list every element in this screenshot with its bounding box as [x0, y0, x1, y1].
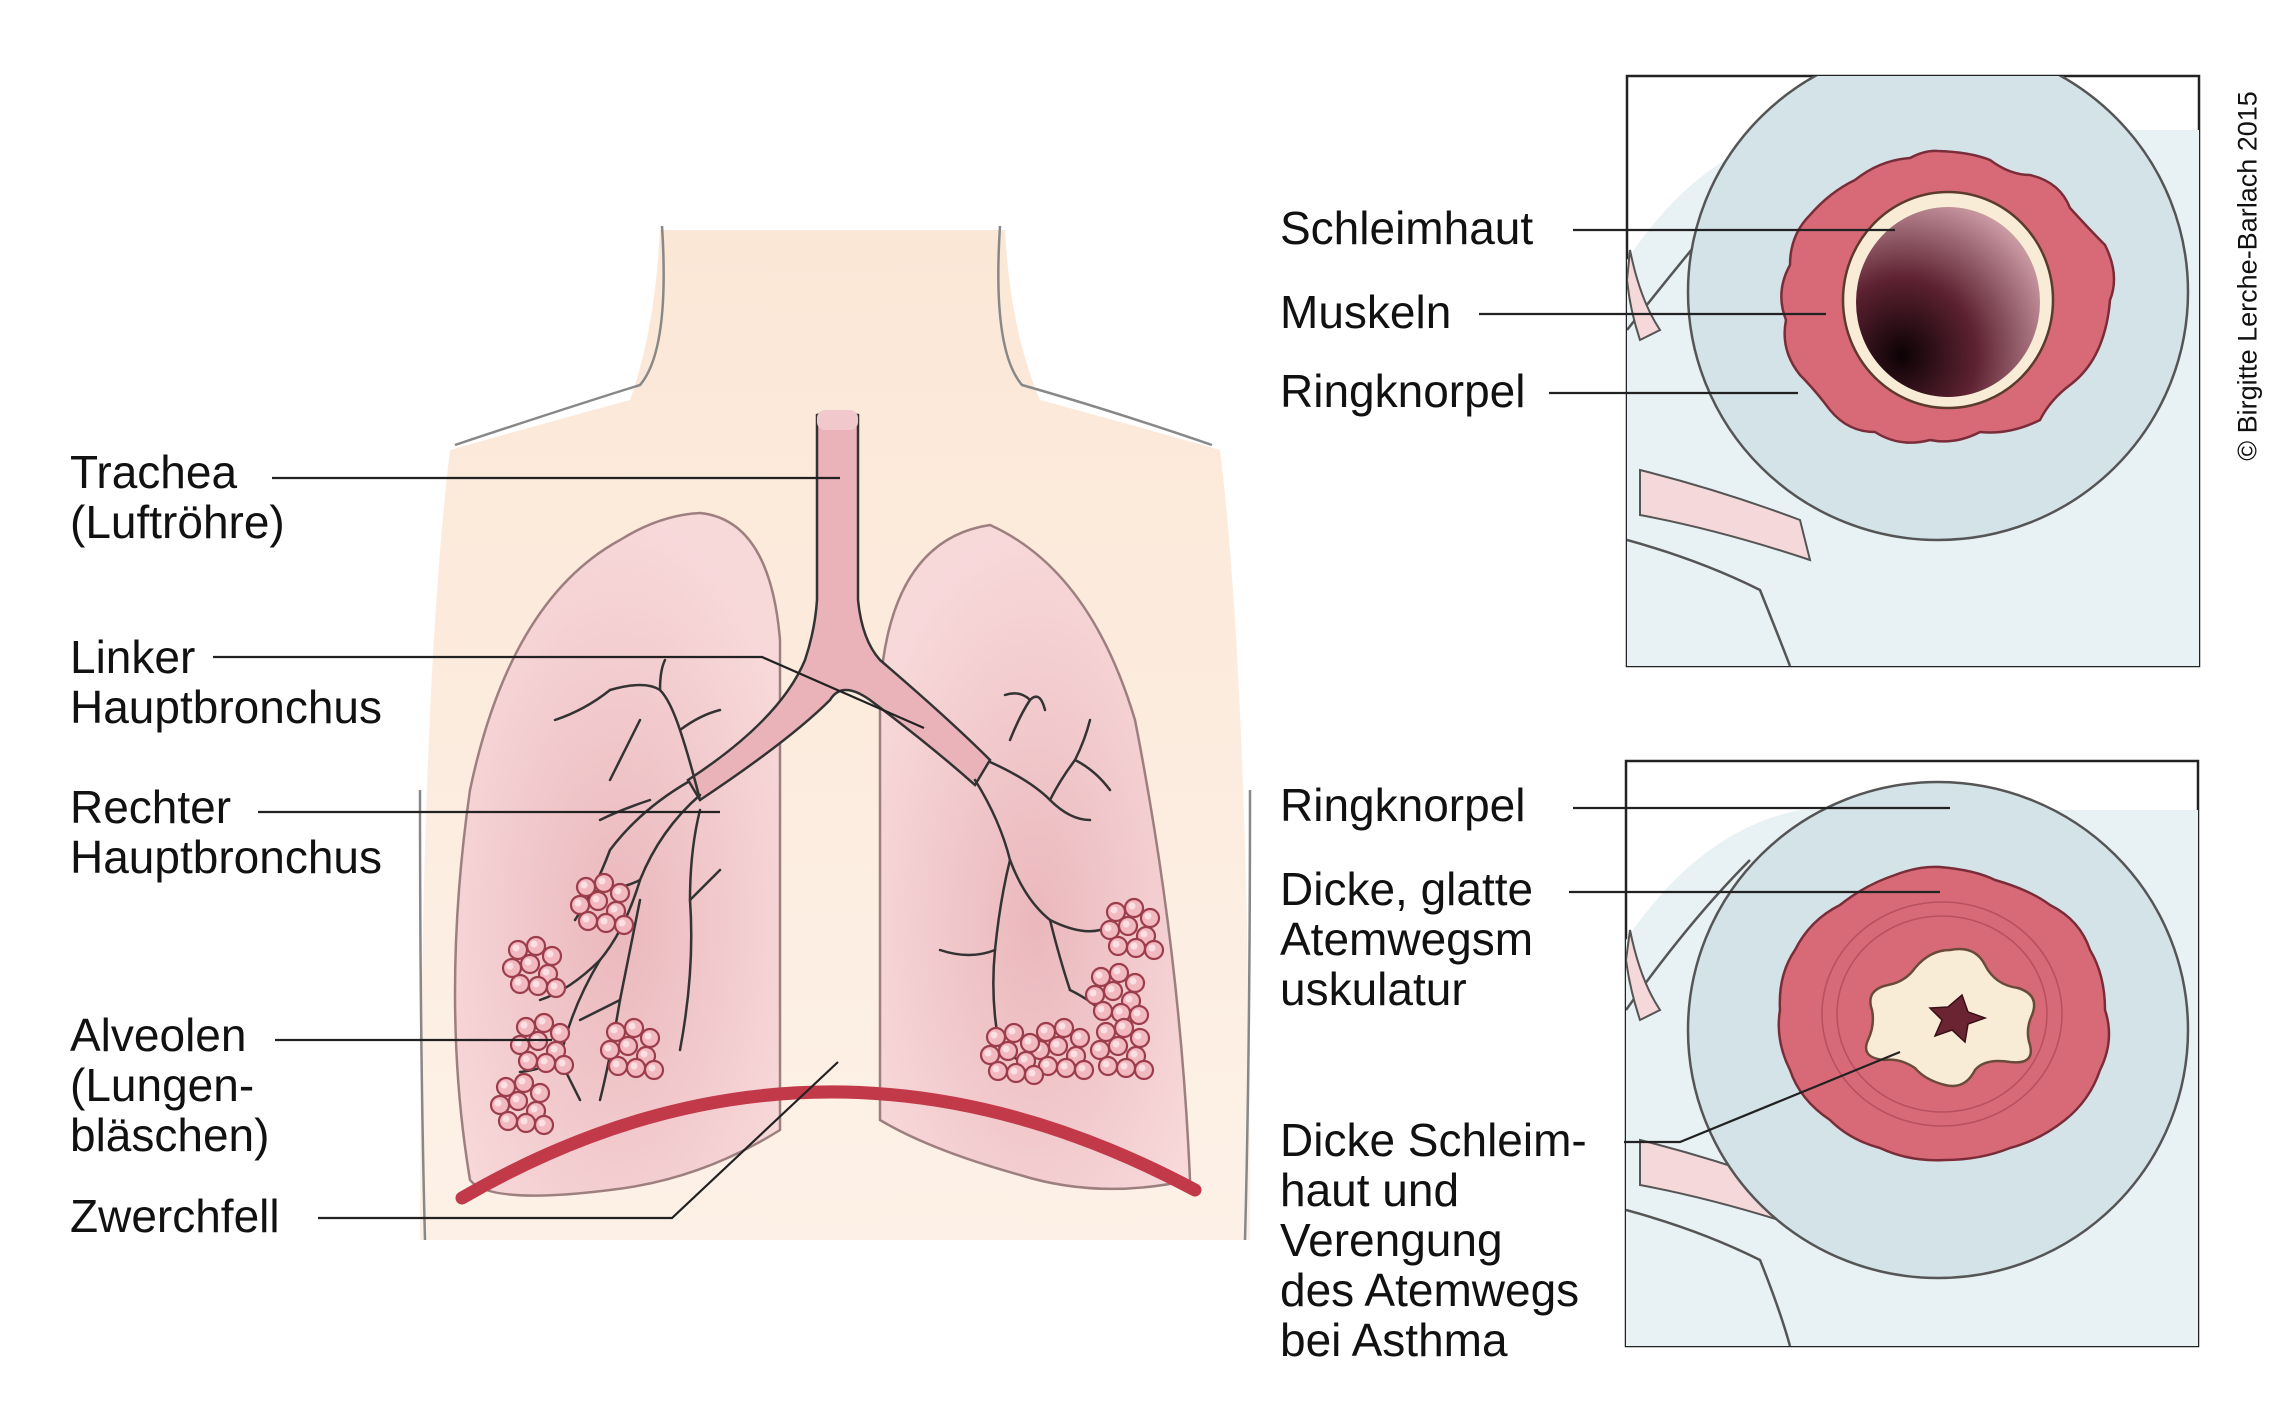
airway-lumen-top — [1856, 207, 2040, 397]
inset-asthma-airway — [1569, 759, 2200, 1348]
trachea — [686, 411, 992, 802]
label-right-bronchus-line2: Hauptbronchus — [70, 831, 382, 883]
label-trachea: Trachea (Luftröhre) — [70, 447, 285, 547]
label-alveoli-line1: Alveolen — [70, 1009, 247, 1061]
label-right-bronchus-line1: Rechter — [70, 781, 232, 833]
label-bottom-mucosa-line4: des Atemwegs — [1280, 1264, 1580, 1316]
label-bottom-mucosa: Dicke Schleim- haut und Verengung des At… — [1280, 1115, 1587, 1365]
label-bottom-muscle-line3: uskulatur — [1280, 963, 1467, 1015]
left-leader-lines — [213, 476, 925, 1220]
trachea-and-bronchi — [491, 410, 1163, 1134]
label-alveoli-line2: (Lungen- — [70, 1059, 255, 1111]
label-diaphragm: Zwerchfell — [70, 1190, 280, 1242]
label-bottom-mucosa-line5: bei Asthma — [1280, 1314, 1508, 1366]
inset-healthy-airway — [1479, 74, 2201, 668]
label-alveoli-line3: bläschen) — [70, 1109, 270, 1161]
label-trachea-line2: (Luftröhre) — [70, 496, 285, 548]
label-left-bronchus-line2: Hauptbronchus — [70, 681, 382, 733]
label-bottom-muscle-line2: Atemwegsm — [1280, 913, 1534, 965]
label-bottom-mucosa-line1: Dicke Schleim- — [1280, 1114, 1587, 1166]
label-top-muscles: Muskeln — [1280, 286, 1452, 338]
label-trachea-line1: Trachea — [70, 446, 238, 498]
label-bottom-mucosa-line3: Verengung — [1280, 1214, 1503, 1266]
label-top-mucosa: Schleimhaut — [1280, 202, 1534, 254]
label-left-bronchus-line1: Linker — [70, 631, 196, 683]
label-left-bronchus: Linker Hauptbronchus — [70, 632, 382, 732]
copyright-notice: © Birgitte Lerche-Barlach 2015 — [2232, 91, 2263, 461]
label-bottom-muscle-line1: Dicke, glatte — [1280, 863, 1534, 915]
diaphragm — [455, 1085, 1202, 1205]
label-bottom-cartilage: Ringknorpel — [1280, 779, 1526, 831]
label-bottom-muscle: Dicke, glatte Atemwegsm uskulatur — [1280, 864, 1533, 1014]
label-bottom-mucosa-line2: haut und — [1280, 1164, 1460, 1216]
label-top-cartilage: Ringknorpel — [1280, 365, 1526, 417]
narrowed-lumen — [1928, 993, 1988, 1044]
label-alveoli: Alveolen (Lungen- bläschen) — [70, 1010, 269, 1160]
label-right-bronchus: Rechter Hauptbronchus — [70, 782, 382, 882]
